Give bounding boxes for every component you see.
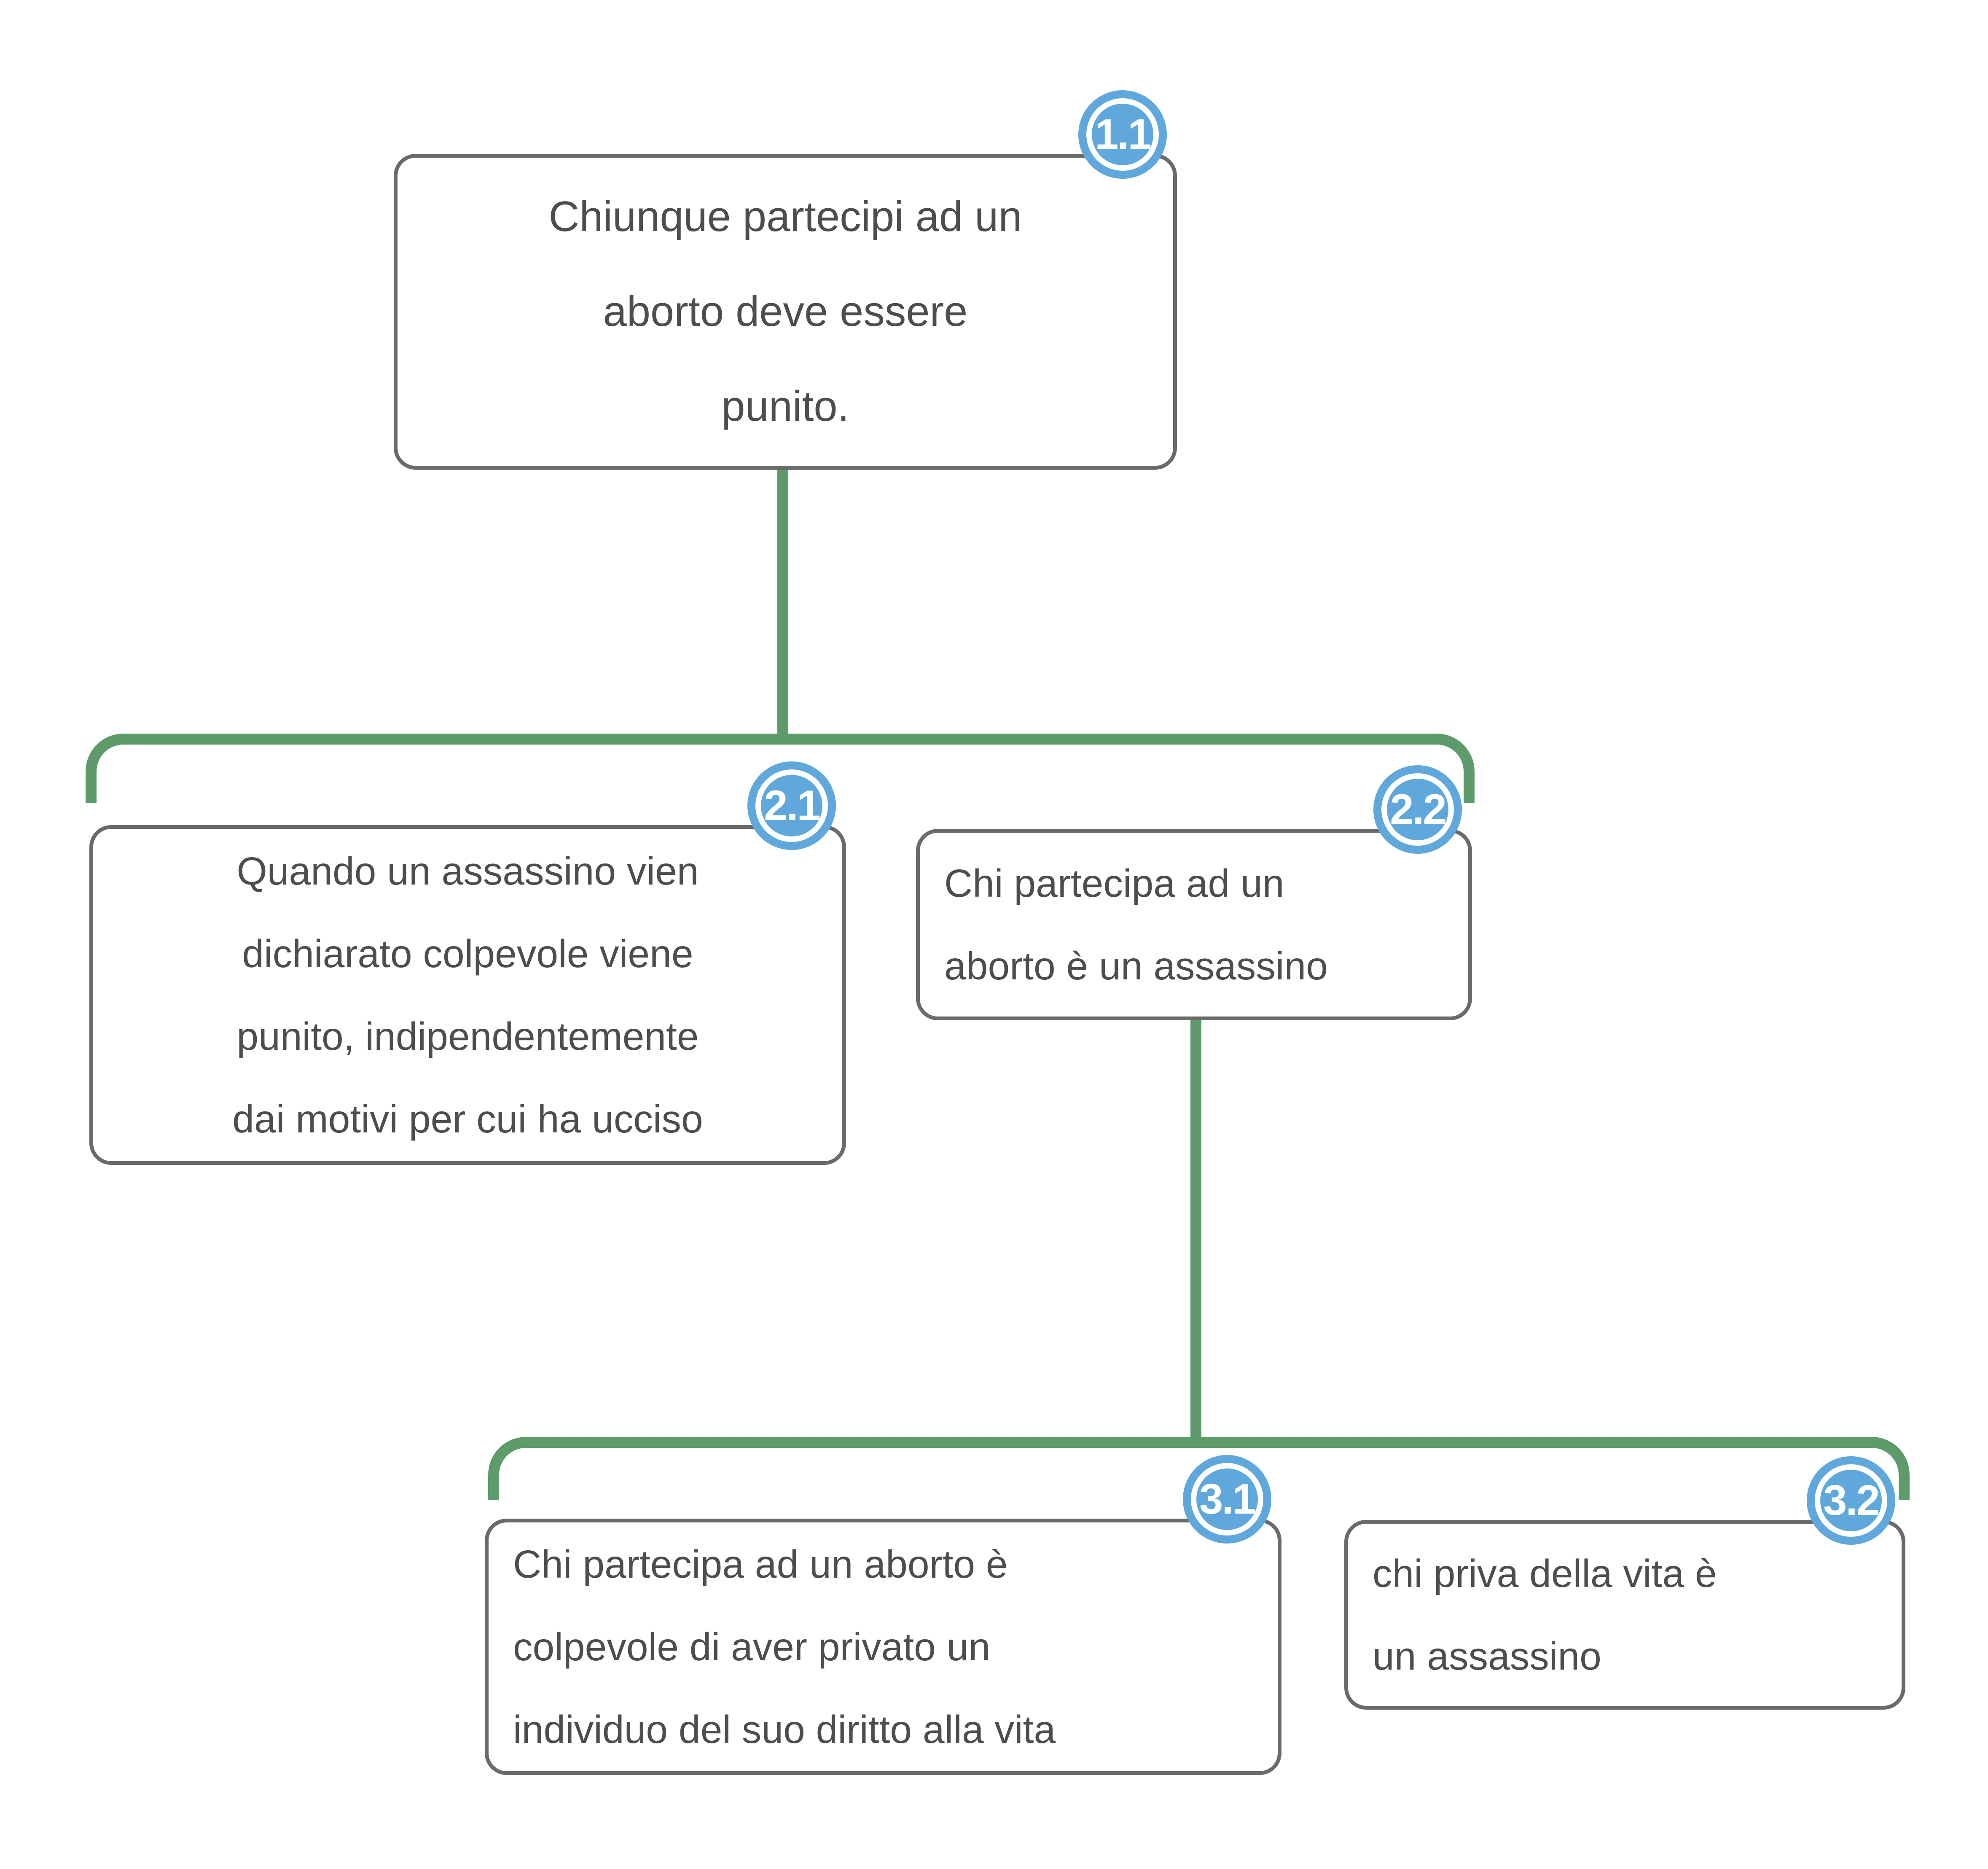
claim-node-3-1[interactable]: 3.1 Chi partecipa ad un aborto è colpevo… [485, 1455, 1281, 1775]
node-badge-3-2[interactable]: 3.2 [1807, 1456, 1895, 1545]
node-badge-1-1[interactable]: 1.1 [1078, 90, 1167, 179]
badge-label: 1.1 [1095, 110, 1151, 158]
claim-text-3-1: Chi partecipa ad un aborto è colpevole d… [513, 1542, 1056, 1751]
claim-text-2-2: Chi partecipa ad un aborto è un assassin… [944, 861, 1328, 988]
claim-node-2-2[interactable]: 2.2 Chi partecipa ad un aborto è un assa… [916, 765, 1472, 1020]
claim-text-1-1: Chiunque partecipi ad un aborto deve ess… [548, 193, 1022, 430]
connector-trunk-node-2-2 [1190, 1016, 1201, 1444]
claim-text-3-2: chi priva della vita è un assassino [1373, 1552, 1717, 1678]
badge-label: 2.2 [1390, 785, 1446, 833]
connector-bracket-level-3 [488, 1437, 1910, 1500]
claim-node-1-1[interactable]: 1.1 Chiunque partecipi ad un aborto deve… [394, 90, 1177, 470]
node-badge-3-1[interactable]: 3.1 [1183, 1455, 1271, 1544]
claim-node-2-1[interactable]: 2.1 Quando un assassino vien dichiarato … [89, 761, 846, 1165]
claim-text-2-1: Quando un assassino vien dichiarato colp… [232, 849, 703, 1141]
badge-label: 2.1 [764, 782, 820, 829]
node-badge-2-1[interactable]: 2.1 [747, 761, 836, 850]
badge-label: 3.1 [1199, 1475, 1256, 1523]
connector-trunk-node-1-1 [777, 466, 788, 738]
claim-node-3-2[interactable]: 3.2 chi priva della vita è un assassino [1344, 1456, 1905, 1710]
node-badge-2-2[interactable]: 2.2 [1373, 765, 1462, 854]
badge-label: 3.2 [1823, 1476, 1880, 1524]
